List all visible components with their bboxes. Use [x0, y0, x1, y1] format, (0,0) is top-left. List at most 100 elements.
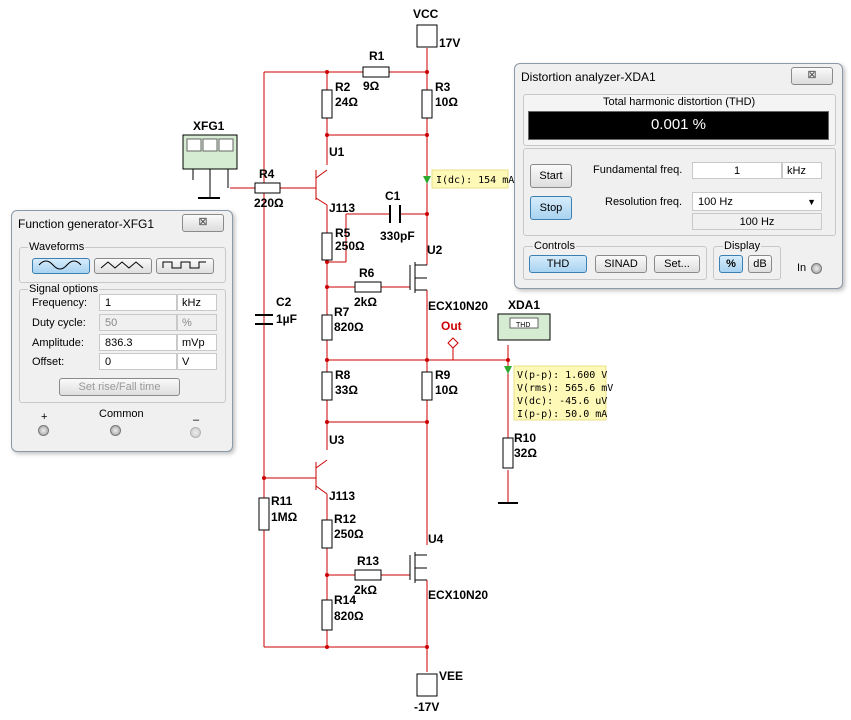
fundamental-freq-field[interactable]: 1: [692, 162, 782, 179]
duty-cycle-unit[interactable]: %: [177, 314, 217, 331]
vee-name: VEE: [439, 669, 463, 683]
sinad-button[interactable]: SINAD: [595, 255, 647, 273]
offset-unit[interactable]: V: [177, 353, 217, 370]
c1-value: 330pF: [380, 229, 415, 243]
resistor-r4[interactable]: [254, 182, 281, 194]
r7-value: 820Ω: [334, 320, 364, 334]
resistor-r12[interactable]: [321, 519, 333, 549]
offset-label: Offset:: [32, 356, 65, 368]
resolution-freq-readout: 100 Hz: [692, 213, 822, 230]
r12-name: R12: [334, 512, 356, 526]
fundamental-freq-unit[interactable]: kHz: [782, 162, 822, 179]
resistor-r7[interactable]: [321, 314, 333, 341]
u4-model: ECX10N20: [428, 588, 488, 602]
close-button[interactable]: ⊠: [791, 67, 833, 85]
resistor-r5[interactable]: [321, 232, 333, 261]
probe-ipp: I(p-p): 50.0 mA: [517, 409, 607, 420]
resistor-r11[interactable]: [258, 497, 270, 531]
waveforms-label: Waveforms: [28, 241, 86, 253]
ground-symbols: [198, 197, 518, 504]
mosfet-u4[interactable]: [409, 552, 427, 583]
thd-display: 0.001 %: [528, 111, 829, 140]
mosfet-u2[interactable]: [409, 262, 427, 293]
vcc-source[interactable]: VCC 17V: [413, 7, 460, 50]
resistor-r8[interactable]: [321, 371, 333, 401]
resistor-r10[interactable]: [502, 437, 514, 469]
offset-field[interactable]: 0: [99, 353, 177, 370]
r8-value: 33Ω: [335, 383, 358, 397]
r11-name: R11: [271, 494, 293, 508]
component-labels: R1 9Ω R2 24Ω R3 10Ω R4 220Ω U1 J113 C1 3…: [254, 49, 537, 623]
set-button[interactable]: Set...: [654, 255, 700, 273]
r4-value: 220Ω: [254, 196, 284, 210]
xfg1-label: XFG1: [193, 119, 225, 133]
c2-name: C2: [276, 295, 292, 309]
resistor-r1[interactable]: [362, 66, 390, 78]
probe-vdc: V(dc): -45.6 uV: [517, 396, 607, 407]
r9-value: 10Ω: [435, 383, 458, 397]
in-terminal-label: In: [797, 262, 807, 274]
r5-value: 250Ω: [335, 239, 365, 253]
xfg1-symbol[interactable]: XFG1: [182, 119, 238, 198]
triangle-wave-button[interactable]: [94, 258, 152, 274]
distortion-analyzer-window[interactable]: Distortion analyzer-XDA1 ⊠ Total harmoni…: [514, 63, 843, 289]
xda1-symbol[interactable]: THD XDA1: [497, 298, 551, 341]
r14-name: R14: [334, 593, 356, 607]
amplitude-field[interactable]: 836.3: [99, 334, 177, 351]
r4-name: R4: [259, 167, 275, 181]
r5-name: R5: [335, 226, 351, 240]
plus-terminal[interactable]: [38, 425, 49, 436]
function-generator-title: Function generator-XFG1: [18, 217, 155, 231]
sine-wave-icon: [38, 260, 82, 270]
r6-value: 2kΩ: [354, 295, 377, 309]
resistor-r9[interactable]: [421, 371, 433, 401]
r2-value: 24Ω: [335, 95, 358, 109]
in-terminal[interactable]: [811, 263, 822, 274]
frequency-field[interactable]: 1: [99, 294, 177, 311]
probe-out[interactable]: V(p-p): 1.600 V V(rms): 565.6 mV V(dc): …: [504, 365, 613, 421]
u4-name: U4: [428, 532, 444, 546]
resistor-r14[interactable]: [321, 599, 333, 631]
set-rise-fall-time-button[interactable]: Set rise/Fall time: [59, 378, 180, 396]
common-terminal[interactable]: [110, 425, 121, 436]
chevron-down-icon: ▼: [807, 197, 816, 207]
resistor-r2[interactable]: [321, 89, 333, 119]
xda1-label: XDA1: [508, 298, 540, 312]
square-wave-button[interactable]: [156, 258, 214, 274]
amplitude-unit[interactable]: mVp: [177, 334, 217, 351]
r1-value: 9Ω: [363, 79, 380, 93]
thd-value: 0.001 %: [650, 116, 707, 133]
r6-name: R6: [359, 266, 375, 280]
db-button[interactable]: dB: [748, 255, 772, 273]
resistor-r3[interactable]: [421, 89, 433, 119]
common-terminal-label: Common: [99, 408, 144, 420]
plus-terminal-label: +: [41, 411, 48, 423]
resistor-r13[interactable]: [354, 569, 382, 581]
frequency-unit[interactable]: kHz: [177, 294, 217, 311]
percent-button[interactable]: %: [719, 255, 743, 273]
triangle-wave-icon: [100, 261, 144, 269]
capacitor-c1[interactable]: [389, 205, 401, 223]
controls-label: Controls: [533, 240, 576, 252]
square-wave-icon: [162, 261, 206, 269]
sine-wave-button[interactable]: [32, 258, 90, 274]
r3-value: 10Ω: [435, 95, 458, 109]
display-label: Display: [723, 240, 762, 252]
r10-name: R10: [514, 431, 536, 445]
r1-name: R1: [369, 49, 385, 63]
probe-vrms: V(rms): 565.6 mV: [517, 383, 613, 394]
minus-terminal[interactable]: [190, 427, 201, 438]
duty-cycle-field[interactable]: 50: [99, 314, 177, 331]
u3-model: J113: [329, 489, 355, 503]
controls-group: [523, 246, 707, 280]
start-button[interactable]: Start: [530, 164, 572, 188]
stop-button[interactable]: Stop: [530, 196, 572, 220]
function-generator-window[interactable]: Function generator-XFG1 ⊠ Waveforms Sign…: [11, 210, 233, 452]
thd-button[interactable]: THD: [529, 255, 587, 273]
close-button[interactable]: ⊠: [182, 214, 224, 232]
vee-source[interactable]: VEE -17V: [414, 669, 463, 714]
resistor-r6[interactable]: [354, 281, 382, 293]
resolution-freq-select[interactable]: 100 Hz ▼: [692, 192, 822, 211]
u2-name: U2: [427, 243, 443, 257]
probe-idc[interactable]: I(dc): 154 mA: [423, 169, 514, 189]
